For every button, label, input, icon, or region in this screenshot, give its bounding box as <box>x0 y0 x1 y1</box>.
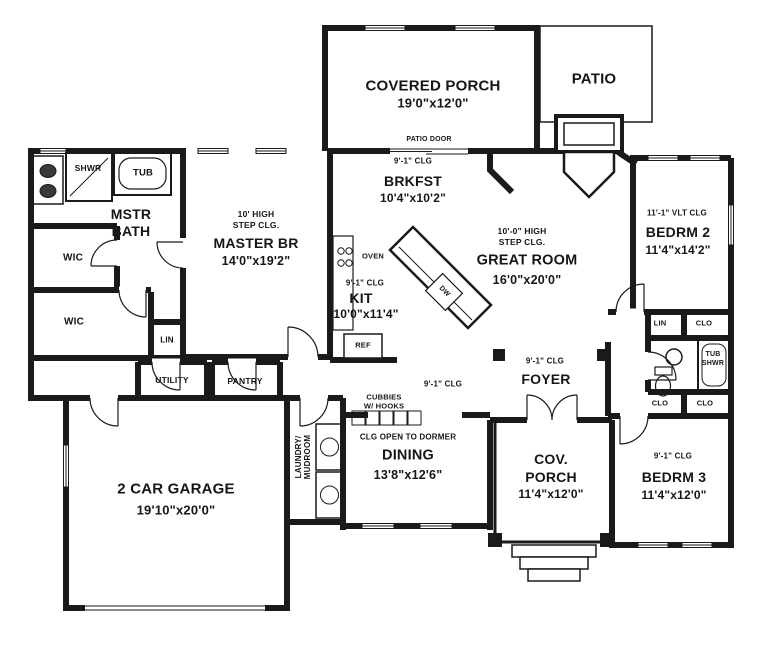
kitchen-fixtures <box>332 225 493 359</box>
porch-posts <box>488 349 614 547</box>
cubbies-label-line1: CUBBIES <box>366 392 402 402</box>
bathtub <box>113 152 172 196</box>
bedrm2-clg-label: 11'-1" VLT CLG <box>647 208 707 218</box>
dining-label: DINING <box>382 447 434 464</box>
mstr-bath-label-line1: MSTR <box>110 205 152 222</box>
sink-basin <box>39 164 57 178</box>
patio-door <box>390 147 468 155</box>
fireplace <box>554 114 624 199</box>
dining-dims: 13'8"x12'6" <box>373 467 443 482</box>
bedrm3-clg-label: 9'-1" CLG <box>653 451 693 461</box>
cov-porch-label-line2: PORCH <box>525 468 577 485</box>
garage-label: 2 CAR GARAGE <box>117 480 235 498</box>
master-br-dims: 14'0"x19'2" <box>221 253 291 268</box>
pantry-label: PANTRY <box>227 376 263 387</box>
bedrm3-label: BEDRM 3 <box>641 468 707 485</box>
front-porch-rail <box>493 420 612 544</box>
kit-dims: 10'0"x11'4" <box>333 307 399 322</box>
vanity-counter <box>32 155 64 205</box>
sink-basin <box>665 348 683 366</box>
cooktop-burner <box>337 247 345 255</box>
dryer <box>315 471 344 519</box>
brkfst-clg-label: 9'-1" CLG <box>393 156 433 166</box>
patio-door-label: PATIO DOOR <box>406 135 452 143</box>
shower-stall <box>65 152 113 202</box>
hall-bath-fixtures <box>654 339 731 397</box>
cov-porch-dims: 11'4"x12'0" <box>518 487 584 502</box>
tub-shower-label-line1: TUB <box>705 350 721 358</box>
oven-label: OVEN <box>361 251 385 261</box>
patio-label: PATIO <box>571 70 617 88</box>
great-room-label: GREAT ROOM <box>476 252 578 269</box>
brkfst-label: BRKFST <box>384 172 442 189</box>
shower-door <box>69 157 109 197</box>
great-room-clg-line2: STEP CLG. <box>498 237 546 248</box>
covered-porch-label: COVERED PORCH <box>365 77 501 95</box>
toilet-tank <box>654 366 673 376</box>
clo-upper-label: CLO <box>695 318 713 328</box>
refrigerator-label: REF <box>355 340 371 350</box>
master-br-clg-line1: 10' HIGH <box>237 209 275 220</box>
windows <box>39 24 735 612</box>
lin-hall-label: LIN <box>160 335 174 345</box>
sink-basin <box>39 184 57 198</box>
lin-right-label: LIN <box>653 318 667 328</box>
toilet-bowl <box>654 375 672 397</box>
kit-label: KIT <box>349 289 373 306</box>
garage-dims: 19'10"x20'0" <box>136 502 216 518</box>
bedrm2-label: BEDRM 2 <box>645 223 711 240</box>
master-bath-fixtures <box>32 152 172 205</box>
bedrm3-dims: 11'4"x12'0" <box>641 488 707 503</box>
porch-steps <box>511 544 597 582</box>
shower-label: SHWR <box>74 163 102 174</box>
dryer-door <box>320 485 339 505</box>
bedrm2-dims: 11'4"x14'2" <box>645 243 711 258</box>
garage-door <box>85 605 265 611</box>
washer <box>315 423 344 471</box>
wic-lower-label: WIC <box>63 316 85 328</box>
laundry-label-line1: LAUNDRY/ <box>293 435 303 479</box>
wic-upper-label: WIC <box>62 252 84 264</box>
foyer-clg-label: 9'-1" CLG <box>525 356 565 366</box>
master-br-clg-line2: STEP CLG. <box>232 220 280 231</box>
cooktop-burner <box>337 259 345 267</box>
laundry-label-line2: MUDROOM <box>303 434 312 480</box>
kitchen-counter <box>332 235 354 331</box>
clo-lower-right-label: CLO <box>696 398 714 408</box>
dining-clg-label: CLG OPEN TO DORMER <box>359 432 457 442</box>
tub-shower-stall <box>697 339 731 391</box>
walls <box>28 25 734 611</box>
laundry-fixtures <box>315 423 344 519</box>
doors <box>89 239 677 445</box>
utility-label: UTILITY <box>155 375 189 386</box>
washer-door <box>320 437 339 457</box>
cov-porch-label-line1: COV. <box>534 450 568 467</box>
tub-label: TUB <box>132 167 154 179</box>
refrigerator-box <box>343 333 383 359</box>
tub-shower-label-line2: SHWR <box>701 359 725 367</box>
mstr-bath-label-line2: BATH <box>111 222 151 239</box>
cooktop-burner <box>345 259 353 267</box>
clo-lower-left-label: CLO <box>651 398 669 408</box>
great-room-clg-line1: 10'-0" HIGH <box>497 226 547 237</box>
great-room-dims: 16'0"x20'0" <box>492 272 562 287</box>
covered-porch-dims: 19'0"x12'0" <box>397 95 469 111</box>
cubby-boxes <box>351 410 422 426</box>
dishwasher-box <box>424 272 464 312</box>
laundry-mudroom-label: LAUNDRY/ MUDROOM <box>294 435 312 480</box>
tub-shower-basin <box>701 343 727 387</box>
cooktop-burner <box>345 247 353 255</box>
bathtub-basin <box>118 157 167 190</box>
foyer-label: FOYER <box>521 370 571 387</box>
master-br-label: MASTER BR <box>213 234 299 251</box>
hall-clg-label: 9'-1" CLG <box>423 379 463 389</box>
cubbies-label-line2: W/ HOOKS <box>363 401 405 411</box>
kit-clg-label: 9'-1" CLG <box>345 278 385 288</box>
brkfst-dims: 10'4"x10'2" <box>379 191 447 206</box>
